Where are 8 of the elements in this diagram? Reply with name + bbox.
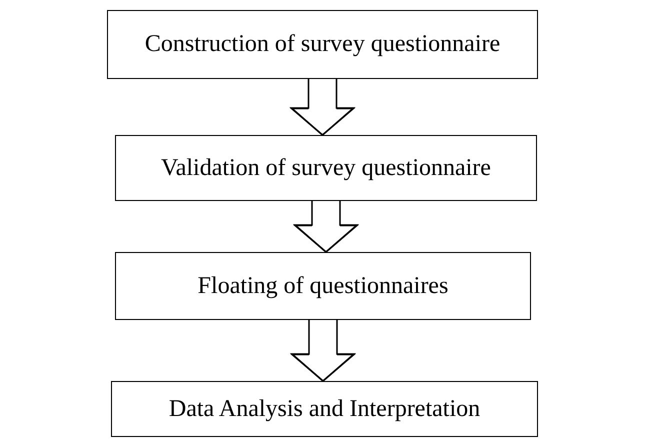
process-box bbox=[111, 381, 538, 437]
box-text: Data Analysis and Interpretation bbox=[168, 396, 480, 422]
process-box bbox=[115, 252, 531, 320]
box-text: Validation of survey questionnaire bbox=[161, 154, 491, 182]
process-box bbox=[115, 135, 537, 201]
process-box bbox=[107, 10, 538, 79]
box-text: Floating of questionnaires bbox=[198, 272, 448, 300]
box-text: Construction of survey questionnaire bbox=[144, 31, 500, 58]
